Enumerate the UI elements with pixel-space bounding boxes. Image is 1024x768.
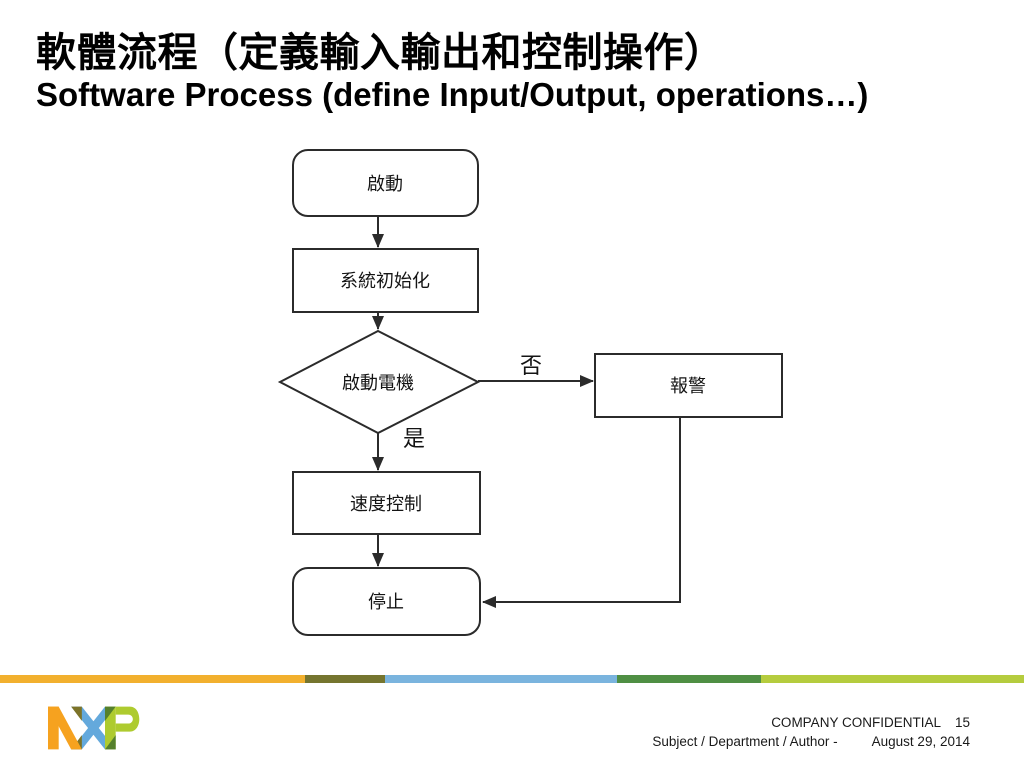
- footer-subject-row: Subject / Department / Author - August 2…: [652, 732, 970, 751]
- logo-nx-overlap-top: [71, 706, 82, 721]
- flow-node-start: [292, 149, 479, 217]
- flow-node-alarm-label: 報警: [670, 376, 706, 396]
- logo-p-bowl: [115, 706, 140, 732]
- edge-label-no: 否: [520, 353, 542, 378]
- flow-node-init-label: 系統初始化: [340, 271, 430, 291]
- logo-xp-overlap-top: [105, 706, 116, 721]
- logo-xp-overlap-bottom: [105, 735, 116, 750]
- date-label: August 29, 2014: [871, 734, 970, 749]
- flow-node-alarm: [594, 353, 783, 418]
- bar-segment-green: [617, 675, 761, 683]
- title-block: 軟體流程（定義輸入輸出和控制操作） Software Process (defi…: [36, 30, 996, 113]
- subject-label: Subject / Department / Author -: [652, 734, 838, 749]
- bar-segment-lime: [761, 675, 1024, 683]
- flow-node-start-label: 啟動: [367, 174, 403, 194]
- nxp-logo-icon: [48, 706, 140, 750]
- footer-color-bar: [0, 675, 1024, 683]
- logo-x-right-arm: [71, 706, 116, 750]
- flow-node-decision-label: 啟動電機: [342, 373, 414, 393]
- footer-confidential-row: COMPANY CONFIDENTIAL 15: [652, 713, 970, 732]
- bar-segment-olive: [305, 675, 385, 683]
- bar-segment-orange: [0, 675, 305, 683]
- flow-node-stop-label: 停止: [368, 592, 404, 612]
- flow-node-init: [292, 248, 479, 313]
- flow-node-stop: [292, 567, 481, 636]
- confidential-label: COMPANY CONFIDENTIAL: [771, 715, 941, 730]
- edge-label-yes: 是: [403, 426, 425, 451]
- flowchart: 啟動 系統初始化 啟動電機 否 報警 是 速度控制 停止: [277, 149, 783, 636]
- flow-node-speed-label: 速度控制: [350, 494, 422, 514]
- footer-text-block: COMPANY CONFIDENTIAL 15 Subject / Depart…: [652, 713, 970, 751]
- arrow-alarm-to-stop: [482, 417, 681, 608]
- slide-title-english: Software Process (define Input/Output, o…: [36, 76, 869, 113]
- page-number: 15: [954, 715, 970, 730]
- logo-n-diagonal: [48, 706, 82, 750]
- flow-node-speed: [292, 471, 481, 535]
- bar-segment-blue: [385, 675, 617, 683]
- slide-title-chinese: 軟體流程（定義輸入輸出和控制操作）: [36, 31, 725, 75]
